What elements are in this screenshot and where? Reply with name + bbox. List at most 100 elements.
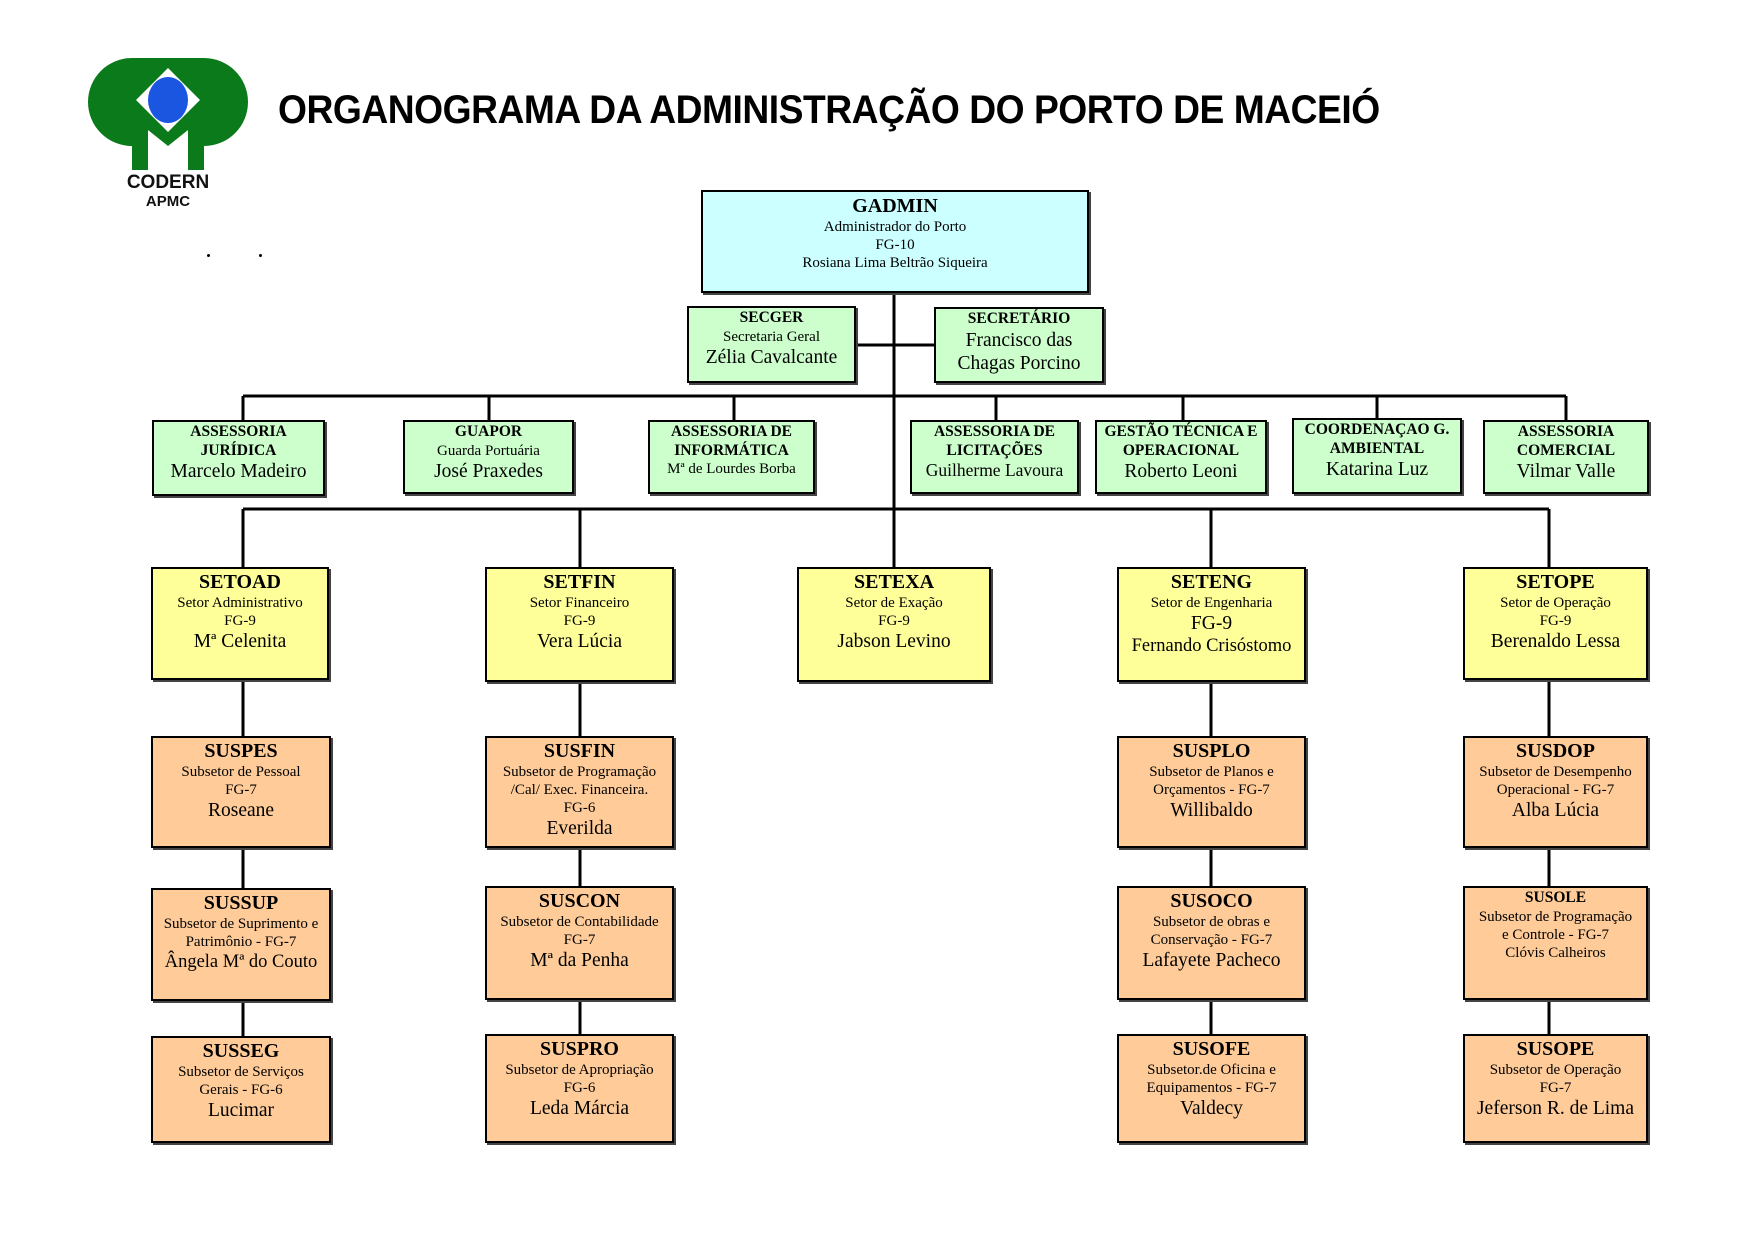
node-line: FG-9 bbox=[1539, 613, 1572, 629]
node-setoad[interactable]: SETOAD Setor Administrativo FG-9 Mª Cele… bbox=[151, 567, 329, 680]
node-line: Subsetor de Serviços bbox=[178, 1064, 304, 1080]
node-line: Subsetor de Programação bbox=[1478, 908, 1633, 925]
node-code: SUSOFE bbox=[1172, 1038, 1251, 1060]
node-person: Vera Lúcia bbox=[537, 631, 622, 652]
node-setope[interactable]: SETOPE Setor de Operação FG-9 Berenaldo … bbox=[1463, 567, 1648, 680]
node-person: Clóvis Calheiros bbox=[1505, 944, 1606, 961]
node-code: JURÍDICA bbox=[200, 441, 277, 459]
node-gestao-tecnica[interactable]: GESTÃO TÉCNICA E OPERACIONAL Roberto Leo… bbox=[1095, 420, 1267, 494]
node-setfin[interactable]: SETFIN Setor Financeiro FG-9 Vera Lúcia bbox=[485, 567, 674, 682]
node-line: Subsetor de Pessoal bbox=[181, 764, 301, 780]
node-code: GUAPOR bbox=[454, 423, 523, 440]
node-code: INFORMÁTICA bbox=[674, 441, 789, 459]
node-line: Gerais - FG-6 bbox=[199, 1082, 283, 1098]
node-line: Operacional - FG-7 bbox=[1496, 782, 1615, 798]
node-line: FG-7 bbox=[1539, 1080, 1572, 1096]
node-code: SUSPES bbox=[204, 740, 278, 762]
logo-text-apmc: APMC bbox=[145, 193, 191, 210]
node-susseg[interactable]: SUSSEG Subsetor de Serviços Gerais - FG-… bbox=[151, 1036, 331, 1143]
node-line: Administrador do Porto bbox=[823, 219, 967, 235]
node-code: COORDENAÇAO G. bbox=[1304, 421, 1450, 438]
node-assessoria-informatica[interactable]: ASSESSORIA DE INFORMÁTICA Mª de Lourdes … bbox=[648, 420, 815, 494]
node-code: SUSPLO bbox=[1172, 740, 1251, 762]
codern-logo: CODERN APMC bbox=[88, 58, 248, 218]
node-person: Vilmar Valle bbox=[1516, 461, 1616, 483]
node-person: Roberto Leoni bbox=[1124, 461, 1238, 483]
node-code: SETENG bbox=[1170, 571, 1253, 593]
node-person: Francisco das bbox=[965, 329, 1073, 351]
node-line: Subsetor.de Oficina e bbox=[1147, 1062, 1276, 1078]
page-title: ORGANOGRAMA DA ADMINISTRAÇÃO DO PORTO DE… bbox=[278, 88, 1380, 132]
node-code: OPERACIONAL bbox=[1122, 441, 1240, 459]
node-susofe[interactable]: SUSOFE Subsetor.de Oficina e Equipamento… bbox=[1117, 1034, 1306, 1143]
node-person: Mª Celenita bbox=[193, 631, 287, 652]
node-line: Rosiana Lima Beltrão Siqueira bbox=[802, 255, 988, 271]
decorative-dot bbox=[207, 254, 210, 257]
node-susdop[interactable]: SUSDOP Subsetor de Desempenho Operaciona… bbox=[1463, 736, 1648, 848]
node-code: COMERCIAL bbox=[1516, 441, 1616, 459]
node-guapor[interactable]: GUAPOR Guarda Portuária José Praxedes bbox=[403, 420, 574, 494]
node-line: FG-7 bbox=[225, 782, 257, 798]
node-person: Ângela Mª do Couto bbox=[164, 952, 318, 972]
node-line: Setor de Engenharia bbox=[1150, 595, 1273, 611]
node-person: Valdecy bbox=[1180, 1098, 1243, 1119]
node-code: SECGER bbox=[739, 309, 804, 326]
node-assessoria-juridica[interactable]: ASSESSORIA JURÍDICA Marcelo Madeiro bbox=[152, 420, 325, 496]
node-seteng[interactable]: SETENG Setor de Engenharia FG-9 Fernando… bbox=[1117, 567, 1306, 682]
node-line: Setor Administrativo bbox=[177, 595, 303, 611]
node-code: SETEXA bbox=[853, 571, 935, 593]
node-code: SUSOPE bbox=[1516, 1038, 1595, 1060]
node-line: FG-6 bbox=[563, 800, 596, 816]
node-code: SUSPRO bbox=[540, 1038, 619, 1060]
node-person: Jabson Levino bbox=[837, 631, 951, 652]
node-code: SECRETÁRIO bbox=[967, 310, 1071, 327]
node-setexa[interactable]: SETEXA Setor de Exação FG-9 Jabson Levin… bbox=[797, 567, 991, 682]
node-suspes[interactable]: SUSPES Subsetor de Pessoal FG-7 Roseane bbox=[151, 736, 331, 848]
node-line: /Cal/ Exec. Financeira. bbox=[510, 782, 649, 798]
node-line: Subsetor de Operação bbox=[1489, 1062, 1622, 1078]
node-person: Leda Márcia bbox=[529, 1098, 630, 1119]
node-code: SUSSUP bbox=[203, 892, 279, 914]
node-susope[interactable]: SUSOPE Subsetor de Operação FG-7 Jeferso… bbox=[1463, 1034, 1648, 1143]
node-susfin[interactable]: SUSFIN Subsetor de Programação /Cal/ Exe… bbox=[485, 736, 674, 848]
node-suspro[interactable]: SUSPRO Subsetor de Apropriação FG-6 Leda… bbox=[485, 1034, 674, 1143]
node-code: SUSSEG bbox=[202, 1040, 280, 1062]
node-line: FG-7 bbox=[563, 932, 596, 948]
node-code: GESTÃO TÉCNICA E bbox=[1104, 423, 1258, 440]
node-person: Lucimar bbox=[207, 1100, 275, 1121]
node-line: Subsetor de Suprimento e bbox=[163, 916, 319, 932]
node-line: Guarda Portuária bbox=[437, 442, 540, 459]
codern-logo-mark bbox=[88, 58, 248, 170]
node-susplo[interactable]: SUSPLO Subsetor de Planos e Orçamentos -… bbox=[1117, 736, 1306, 848]
node-person: Guilherme Lavoura bbox=[925, 460, 1064, 481]
node-person: Katarina Luz bbox=[1325, 459, 1429, 481]
node-code: LICITAÇÕES bbox=[946, 441, 1043, 459]
node-line: e Controle - FG-7 bbox=[1501, 926, 1610, 943]
node-assessoria-licitacoes[interactable]: ASSESSORIA DE LICITAÇÕES Guilherme Lavou… bbox=[910, 420, 1079, 494]
node-gadmin[interactable]: GADMIN Administrador do Porto FG-10 Rosi… bbox=[701, 190, 1089, 293]
node-line: FG-9 bbox=[563, 613, 596, 629]
node-susole[interactable]: SUSOLE Subsetor de Programação e Control… bbox=[1463, 886, 1648, 1000]
node-person: Jeferson R. de Lima bbox=[1476, 1098, 1635, 1119]
node-line: Conservação - FG-7 bbox=[1150, 932, 1273, 948]
node-susoco[interactable]: SUSOCO Subsetor de obras e Conservação -… bbox=[1117, 886, 1306, 1000]
node-line: Subsetor de Planos e bbox=[1149, 764, 1274, 780]
node-person: Chagas Porcino bbox=[957, 352, 1081, 374]
node-person: Fernando Crisóstomo bbox=[1131, 636, 1292, 657]
node-assessoria-comercial[interactable]: ASSESSORIA COMERCIAL Vilmar Valle bbox=[1483, 420, 1649, 494]
node-line: Setor Financeiro bbox=[529, 595, 630, 611]
node-person: Mª de Lourdes Borba bbox=[667, 461, 796, 478]
node-suscon[interactable]: SUSCON Subsetor de Contabilidade FG-7 Mª… bbox=[485, 886, 674, 1000]
node-line: Orçamentos - FG-7 bbox=[1153, 782, 1270, 798]
node-line: FG-6 bbox=[563, 1080, 596, 1096]
node-code: ASSESSORIA bbox=[190, 423, 287, 440]
node-line: Subsetor de Programação bbox=[502, 764, 657, 780]
node-secger[interactable]: SECGER Secretaria Geral Zélia Cavalcante bbox=[687, 306, 856, 383]
node-line: FG-9 bbox=[1190, 613, 1233, 634]
node-coordenacao-ambiental[interactable]: COORDENAÇAO G. AMBIENTAL Katarina Luz bbox=[1292, 418, 1462, 494]
node-person: Marcelo Madeiro bbox=[170, 461, 307, 483]
node-sussup[interactable]: SUSSUP Subsetor de Suprimento e Patrimôn… bbox=[151, 888, 331, 1001]
node-code: SUSOCO bbox=[1170, 890, 1253, 912]
node-person: Lafayete Pacheco bbox=[1142, 950, 1281, 971]
node-secretario[interactable]: SECRETÁRIO Francisco das Chagas Porcino bbox=[934, 307, 1104, 383]
